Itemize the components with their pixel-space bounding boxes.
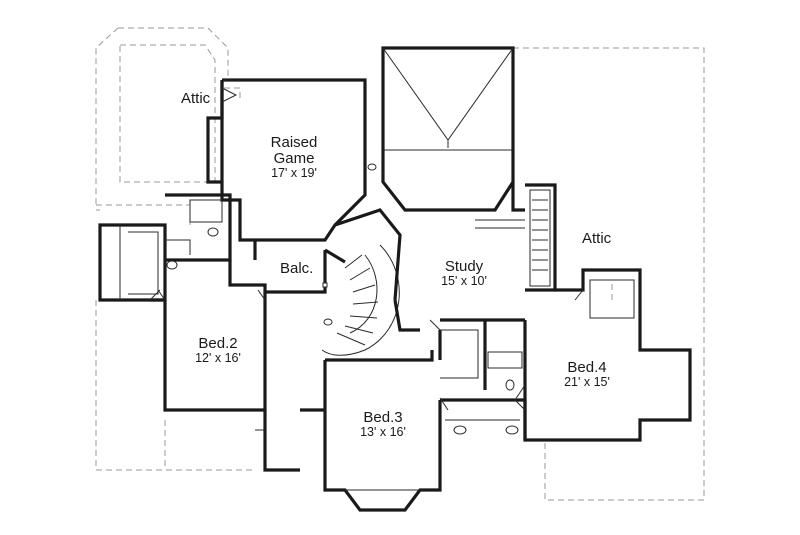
study-name: Study — [444, 258, 484, 275]
bed2-label: Bed.2 12' x 16' — [183, 336, 253, 365]
study-label: Study 15' x 10' — [430, 259, 498, 288]
bed3-name: Bed.3 — [363, 409, 403, 426]
bed4-dims: 21' x 15' — [564, 374, 610, 389]
bed3-dims: 13' x 16' — [360, 424, 406, 439]
raised-game-label: Raised Game 17' x 19' — [255, 135, 333, 180]
bed4-label: Bed.4 21' x 15' — [552, 360, 622, 389]
bed4-name: Bed.4 — [567, 359, 607, 376]
plumbing-fixtures — [166, 163, 519, 435]
raised-game-name-line1: Raised — [270, 134, 318, 151]
bed2-dims: 12' x 16' — [195, 350, 241, 365]
study-dims: 15' x 10' — [441, 273, 487, 288]
door-swings — [149, 87, 584, 411]
exterior-walls — [98, 46, 692, 512]
bed3-label: Bed.3 13' x 16' — [348, 410, 418, 439]
bed2-name: Bed.2 — [198, 335, 238, 352]
lower-floor-outline — [95, 27, 705, 501]
attic-right-label: Attic — [582, 230, 612, 247]
attic-left-label: Attic — [181, 90, 211, 107]
balc-label: Balc. — [280, 260, 314, 277]
raised-game-name-line2: Game — [273, 149, 315, 167]
raised-game-dims: 17' x 19' — [271, 165, 317, 180]
